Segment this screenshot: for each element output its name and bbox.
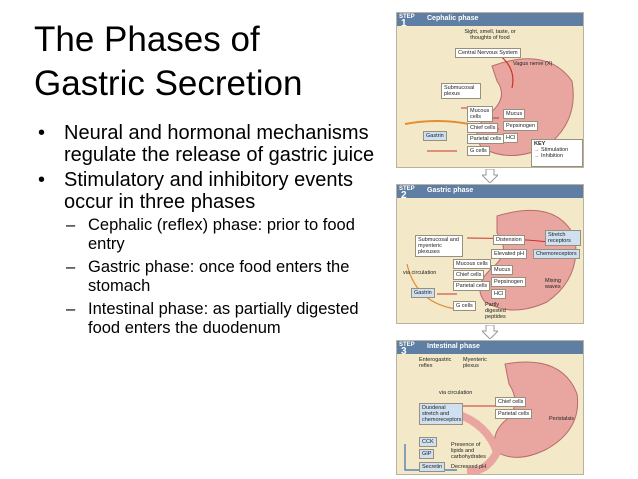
bullet-item: • Stimulatory and inhibitory events occu… (38, 169, 388, 213)
chief-cells-label: Chief cells (467, 123, 499, 133)
mucous-cells-label: Mucous cells (453, 259, 491, 269)
cck-label: CCK (419, 437, 437, 447)
hcl-label: HCl (503, 133, 519, 143)
sub-bullet-item: – Cephalic (reflex) phase: prior to food… (38, 216, 388, 254)
peristalsis-label: Peristalsis (549, 416, 575, 422)
title-line-2: Gastric Secretion (34, 64, 303, 103)
cephalic-phase-panel: STEP 1 Cephalic phase Sight, smell, tast… (396, 12, 584, 168)
chief-cells-label: Chief cells (453, 270, 485, 280)
gastric-phase-panel: STEP 2 Gastric phase Submucosal and myen… (396, 184, 584, 324)
key-stimulation: → Stimulation (534, 147, 569, 153)
senses-label: Sight, smell, taste, or thoughts of food (464, 29, 516, 41)
gip-label: GIP (419, 449, 435, 459)
step-number: 1 (401, 18, 407, 29)
sub-bullet-text: Cephalic (reflex) phase: prior to food e… (88, 216, 355, 253)
gastrin-label: Gastrin (423, 131, 447, 141)
bullet-item: • Neural and hormonal mechanisms regulat… (38, 122, 388, 166)
sub-bullet-dash: – (66, 300, 76, 318)
down-arrow-icon (482, 169, 498, 183)
inhibition-arrow-icon: → (534, 153, 542, 159)
panel-title: Cephalic phase (427, 15, 479, 22)
stimulation-arrow-icon: → (534, 147, 542, 153)
step-number: 3 (401, 346, 407, 357)
cell-types-label: Mucous cells (467, 106, 493, 122)
vagus-label: Vagus nerve (X) (513, 61, 553, 67)
lipids-label: Presence of lipids and carbohydrates (451, 442, 486, 460)
pepsinogen-label: Pepsinogen (491, 277, 527, 287)
distension-label: Distension (493, 235, 525, 245)
panel-header: STEP 3 Intestinal phase (397, 341, 583, 357)
sub-bullet-text: Intestinal phase: as partially digested … (88, 300, 359, 337)
secretin-label: Secretin (419, 462, 446, 472)
sub-bullet-dash: – (66, 258, 76, 276)
panel-header: STEP 1 Cephalic phase (397, 13, 583, 29)
bullet-dot: • (38, 169, 46, 191)
mixing-waves-label: Mixing waves (545, 278, 561, 290)
g-cells-label: G cells (467, 146, 490, 156)
panel-title: Intestinal phase (427, 343, 480, 350)
bullet-dot: • (38, 122, 46, 144)
down-arrow-icon (482, 325, 498, 339)
panel-title: Gastric phase (427, 187, 474, 194)
decreased-ph-label: Decreased pH (451, 464, 487, 470)
cns-label: Central Nervous System (455, 48, 521, 58)
title-line-1: The Phases of (34, 20, 260, 59)
submucosal-label: Submucosal plexus (441, 83, 481, 99)
chief-cells-label: Chief cells (495, 397, 527, 407)
hcl-label: HCl (491, 289, 507, 299)
sub-bullet-item: – Intestinal phase: as partially digeste… (38, 300, 388, 338)
via-circulation-label: via circulation (403, 270, 437, 276)
mucus-label: Mucus (491, 265, 514, 275)
mucus-label: Mucus (503, 109, 526, 119)
key-title: KEY (534, 141, 546, 147)
bullet-text: Neural and hormonal mechanisms regulate … (64, 122, 375, 166)
gastrin-label: Gastrin (411, 288, 435, 298)
parietal-cells-label: Parietal cells (453, 281, 491, 291)
step-label: STEP (399, 342, 415, 348)
pepsinogen-label: Pepsinogen (503, 121, 539, 131)
elevated-ph-label: Elevated pH (491, 249, 527, 259)
intestinal-phase-panel: STEP 3 Intestinal phase Enterogastric re… (396, 340, 584, 475)
via-circulation-label: via circulation (439, 390, 473, 396)
bullet-list: • Neural and hormonal mechanisms regulat… (38, 122, 388, 342)
duodenal-receptors-label: Duodenal stretch and chemoreceptors (419, 403, 463, 425)
sub-bullet-item: – Gastric phase: once food enters the st… (38, 258, 388, 296)
enterogastric-label: Enterogastric reflex (419, 357, 452, 369)
sub-bullet-dash: – (66, 216, 76, 234)
sub-bullet-text: Gastric phase: once food enters the stom… (88, 258, 350, 295)
bullet-text: Stimulatory and inhibitory events occur … (64, 169, 354, 213)
peptides-label: Partly digested peptides (485, 302, 506, 320)
panel-header: STEP 2 Gastric phase (397, 185, 583, 201)
mucous-cells: Mucous cells (470, 108, 490, 120)
gastric-phases-figure: STEP 1 Cephalic phase Sight, smell, tast… (396, 12, 584, 475)
g-cells-label: G cells (453, 301, 476, 311)
chemoreceptors-label: Chemoreceptors (533, 249, 580, 259)
key-legend: KEY → Stimulation → Inhibition (531, 139, 583, 167)
plexuses-label: Submucosal and myenteric plexuses (415, 235, 463, 257)
stretch-receptors-label: Stretch receptors (545, 230, 581, 246)
myenteric-label: Myenteric plexus (463, 357, 487, 369)
parietal-cells-label: Parietal cells (495, 409, 533, 419)
step-label: STEP (399, 186, 415, 192)
slide-title: The Phases of Gastric Secretion (34, 18, 374, 106)
step-label: STEP (399, 14, 415, 20)
key-inhibition: → Inhibition (534, 153, 564, 159)
step-number: 2 (401, 190, 407, 201)
parietal-cells-label: Parietal cells (467, 134, 505, 144)
